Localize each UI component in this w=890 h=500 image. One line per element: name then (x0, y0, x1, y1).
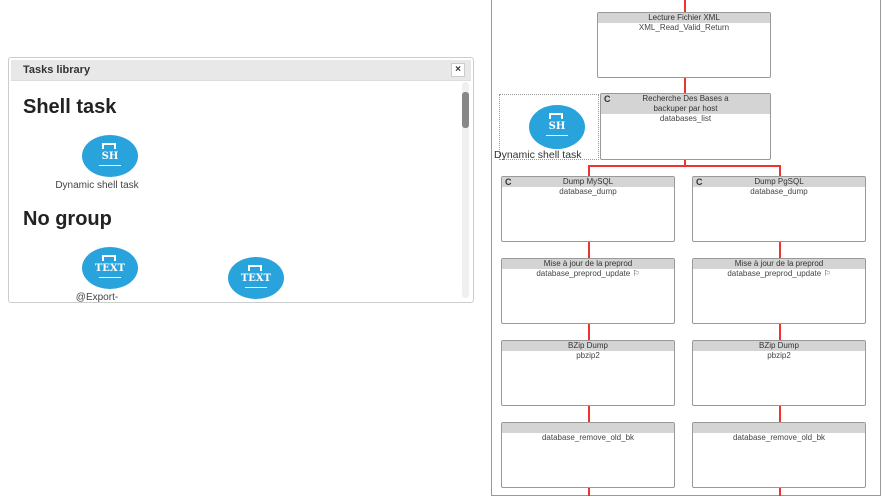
task-text-1[interactable]: TEXT (82, 247, 138, 289)
loop-icon: C (604, 94, 611, 104)
connector-line (779, 242, 781, 258)
node-title: Recherche Des Bases a backuper par host (642, 94, 729, 113)
loop-icon: C (696, 177, 703, 187)
node-header: C Dump PgSQL (693, 177, 865, 187)
task-text-2[interactable]: TEXT (228, 257, 284, 299)
node-title: Mise à jour de la preprod (734, 259, 824, 268)
node-title: Dump PgSQL (754, 177, 804, 186)
task-label: Dynamic shell task (55, 180, 139, 191)
node-command: XML_Read_Valid_Return (638, 23, 730, 32)
workflow-node[interactable]: database_remove_old_bk (501, 422, 675, 488)
connector-line (588, 324, 590, 340)
node-command: database_dump (750, 187, 808, 196)
node-header (693, 423, 865, 433)
tasks-library-panel: Tasks library × Shell task SH Dynamic sh… (8, 57, 474, 303)
file-icon (102, 255, 116, 261)
node-command: database_preprod_update ⚐ (727, 269, 831, 278)
shell-task-icon: SH (529, 105, 585, 149)
task-label: @Export- (75, 292, 119, 303)
connector-line (779, 488, 781, 496)
node-command: database_preprod_update ⚐ (536, 269, 640, 278)
connector-line (684, 0, 686, 12)
node-command: pbzip2 (767, 351, 791, 360)
loop-icon: C (505, 177, 512, 187)
connector-line (588, 488, 590, 496)
node-header: C Dump MySQL (502, 177, 674, 187)
workflow-canvas (491, 0, 881, 496)
node-title: Lecture Fichier XML (648, 13, 720, 22)
node-title: Dump MySQL (562, 177, 614, 186)
scrollbar-thumb[interactable] (462, 92, 469, 128)
connector-line (779, 406, 781, 422)
node-header: Lecture Fichier XML (598, 13, 770, 23)
file-icon (102, 143, 116, 149)
connector-line (588, 165, 781, 167)
node-command: databases_list (659, 114, 712, 123)
group-title-shell-task: Shell task (23, 96, 117, 118)
node-title: BZip Dump (567, 341, 608, 350)
connector-line (588, 242, 590, 258)
node-header: Mise à jour de la preprod (502, 259, 674, 269)
dragged-task[interactable]: SH Dynamic shell task (494, 94, 599, 161)
task-dynamic-shell[interactable]: SH (82, 135, 138, 177)
group-title-no-group: No group (23, 208, 112, 230)
node-command: database_remove_old_bk (541, 433, 635, 442)
scrollbar[interactable] (462, 82, 469, 298)
dragged-task-label: Dynamic shell task (494, 149, 582, 161)
node-command: database_remove_old_bk (732, 433, 826, 442)
file-icon (248, 265, 262, 271)
connector-line (588, 165, 590, 176)
node-header (502, 423, 674, 433)
node-header: BZip Dump (502, 341, 674, 351)
node-header: C Recherche Des Bases a backuper par host (601, 94, 770, 114)
node-title: BZip Dump (758, 341, 799, 350)
connector-line (779, 165, 781, 176)
workflow-node[interactable]: C Recherche Des Bases a backuper par host… (600, 93, 771, 160)
node-command: database_dump (559, 187, 617, 196)
connector-line (588, 406, 590, 422)
node-header: BZip Dump (693, 341, 865, 351)
node-command: pbzip2 (576, 351, 600, 360)
panel-title: Tasks library (23, 64, 91, 76)
connector-line (684, 160, 686, 166)
node-title: Mise à jour de la preprod (543, 259, 633, 268)
close-icon[interactable]: × (451, 63, 465, 77)
connector-line (779, 324, 781, 340)
panel-header: Tasks library × (11, 60, 471, 81)
node-header: Mise à jour de la preprod (693, 259, 865, 269)
connector-line (684, 78, 686, 93)
workflow-node[interactable]: database_remove_old_bk (692, 422, 866, 488)
